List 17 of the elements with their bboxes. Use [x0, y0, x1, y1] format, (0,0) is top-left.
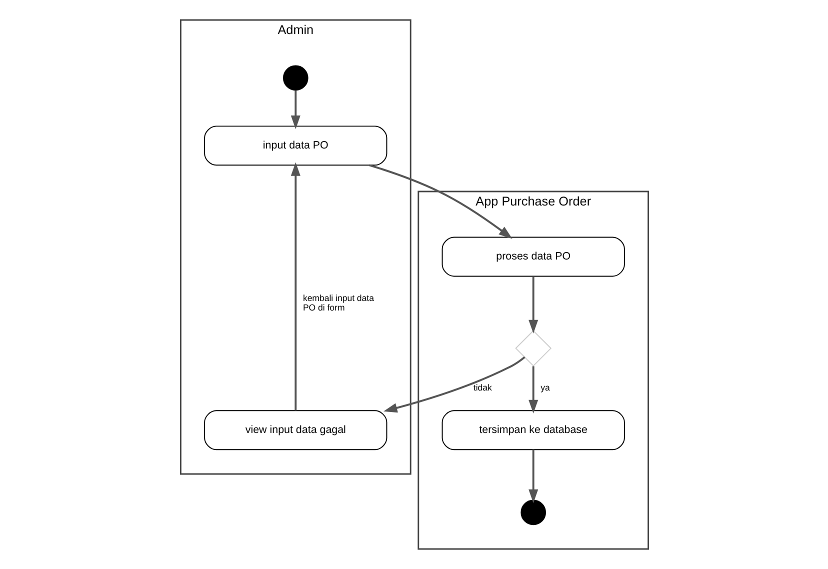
- arrow: [290, 90, 300, 130]
- edge-label: tidak: [472, 382, 492, 392]
- node-box: tersimpan ke database: [441, 410, 624, 450]
- edge-label: kembali input data PO di form: [302, 292, 374, 313]
- arrow: [383, 356, 525, 413]
- arrow: [528, 366, 538, 414]
- node-box: proses data PO: [441, 236, 624, 277]
- arrow: [528, 276, 538, 334]
- node-circle: [520, 500, 546, 526]
- edge-label: ya: [540, 382, 550, 392]
- arrow: [528, 450, 538, 504]
- node-box: input data PO: [204, 126, 387, 166]
- arrow: [368, 164, 512, 239]
- node-circle: [282, 65, 308, 91]
- node-box: view input data gagal: [204, 410, 387, 450]
- node-diamond: [514, 330, 552, 367]
- arrow: [290, 162, 300, 411]
